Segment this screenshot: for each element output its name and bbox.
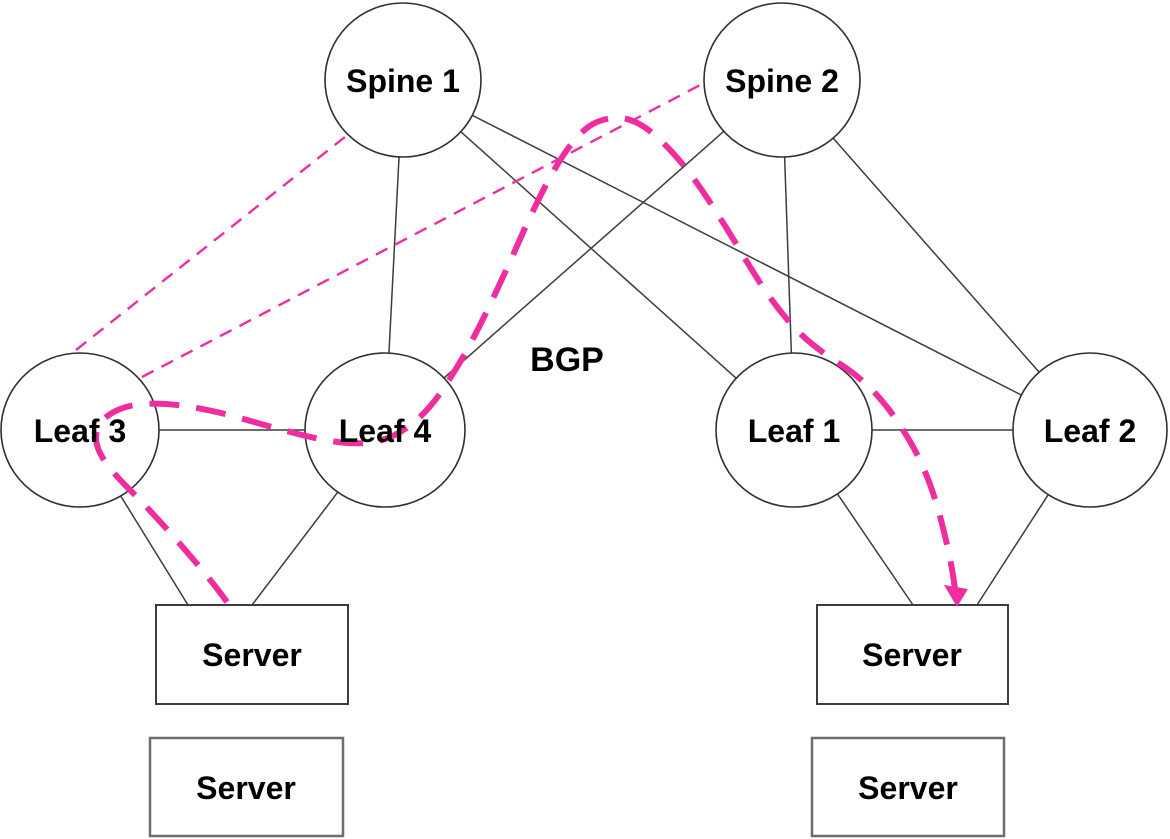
- traffic-flow-arrowhead: [944, 585, 968, 607]
- server-right-2-box: [810, 736, 1006, 838]
- server-left-1-label: Server: [202, 637, 302, 673]
- server-right-1-label: Server: [862, 637, 962, 673]
- spine1-node: [324, 2, 482, 158]
- leaf2-label: Leaf 2: [1044, 413, 1136, 449]
- spine2-label: Spine 2: [725, 63, 839, 99]
- leaf4-label: Leaf 4: [339, 413, 432, 449]
- bgp-line-leaf3-spine2: [141, 81, 705, 379]
- node-circles: [0, 2, 1168, 508]
- link-spine1-leaf1: [402, 79, 795, 431]
- bgp-annotation: BGP: [530, 341, 604, 379]
- leaf4-node: [304, 352, 466, 508]
- spine2-node: [703, 2, 861, 158]
- server-left-1-box: [155, 604, 349, 705]
- bgp-line-leaf3-spine1: [75, 132, 351, 351]
- server-boxes-connected: [155, 604, 1009, 705]
- server-boxes-standalone: [148, 736, 1006, 838]
- bgp-session-lines: [75, 81, 705, 379]
- traffic-flow-path: [92, 114, 959, 604]
- leaf3-node: [0, 352, 160, 508]
- leaf2-node: [1012, 352, 1168, 508]
- server-left-2-box: [148, 736, 345, 838]
- spine1-label: Spine 1: [346, 63, 460, 99]
- server-right-1-box: [816, 604, 1009, 705]
- node-labels: Spine 1 Spine 2 Leaf 3 Leaf 4 Leaf 1 Lea…: [34, 63, 1136, 806]
- leaf3-label: Leaf 3: [34, 413, 126, 449]
- link-spine1-leaf2: [402, 79, 1091, 431]
- leaf1-node: [715, 352, 873, 508]
- server-right-2-label: Server: [858, 770, 958, 806]
- server-left-2-label: Server: [196, 770, 296, 806]
- leaf1-label: Leaf 1: [748, 413, 840, 449]
